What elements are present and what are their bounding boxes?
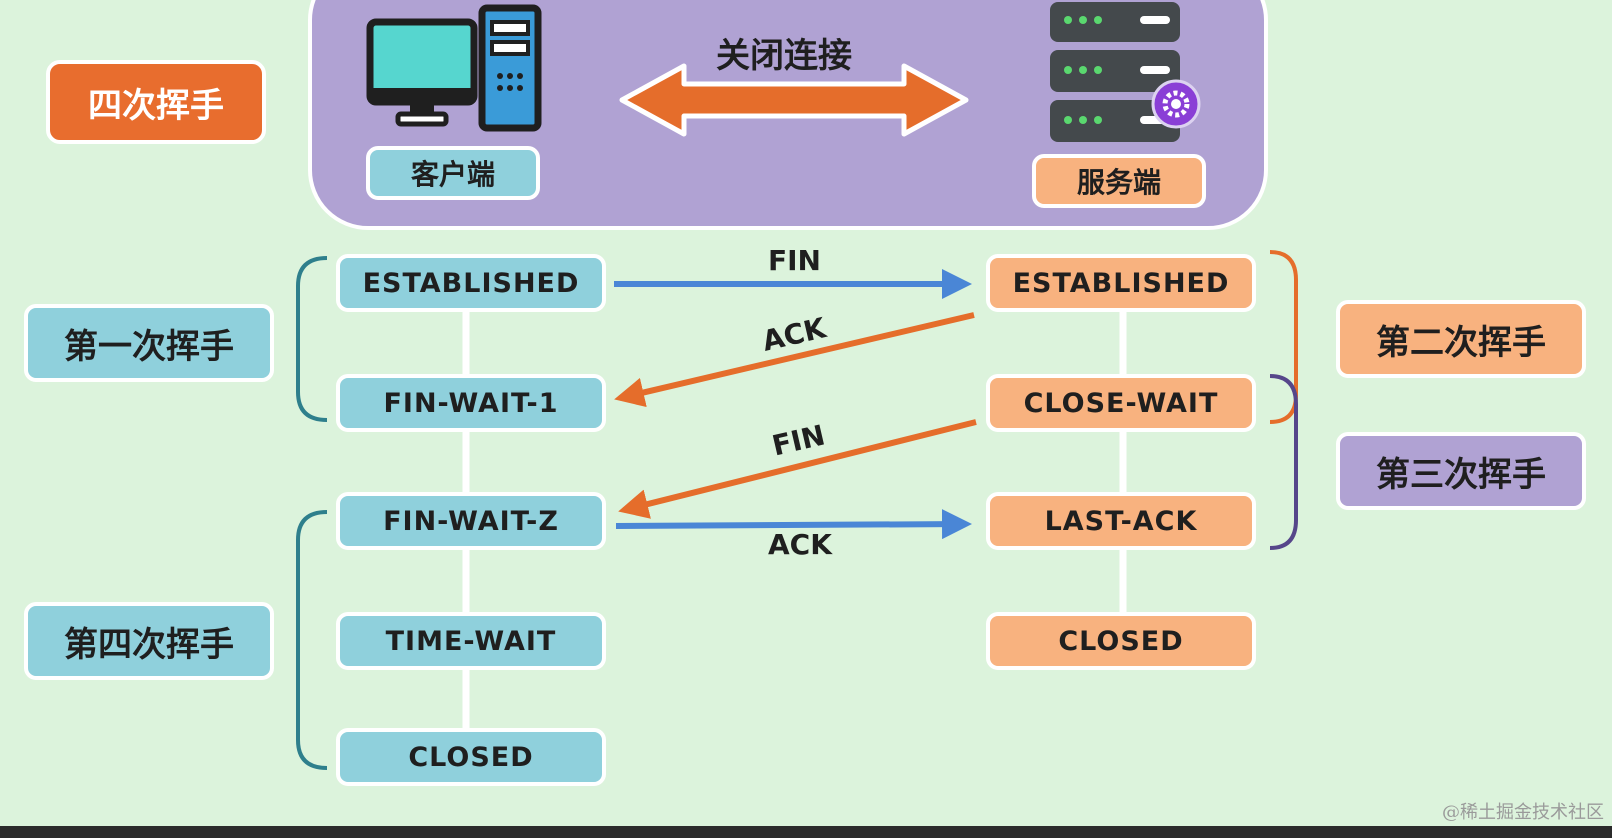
stage-first-label: 第一次挥手: [24, 304, 274, 382]
fin-arrow-2: [618, 419, 977, 519]
bracket-first: [296, 256, 328, 422]
client-state-fin-wait-2: FIN-WAIT-Z: [336, 492, 606, 550]
client-state-fin-wait-1: FIN-WAIT-1: [336, 374, 606, 432]
server-state-closed: CLOSED: [986, 612, 1256, 670]
server-icon: [1050, 2, 1180, 142]
bracket-second: [1269, 250, 1298, 424]
client-label: 客户端: [366, 146, 540, 200]
server-state-close-wait: CLOSE-WAIT: [986, 374, 1256, 432]
bracket-third: [1269, 374, 1298, 550]
close-connection-arrow: [619, 63, 969, 137]
client-state-established: ESTABLISHED: [336, 254, 606, 312]
ack-arrow-2: [615, 509, 972, 540]
client-state-closed: CLOSED: [336, 728, 606, 786]
computer-icon: [366, 4, 542, 132]
bracket-fourth: [296, 510, 328, 770]
message-label-fin-1: FIN: [768, 244, 821, 277]
stage-fourth-label: 第四次挥手: [24, 602, 274, 680]
watermark: @稀土掘金技术社区: [1442, 802, 1604, 823]
server-state-last-ack: LAST-ACK: [986, 492, 1256, 550]
client-state-time-wait: TIME-WAIT: [336, 612, 606, 670]
stage-second-label: 第二次挥手: [1336, 300, 1586, 378]
ack-arrow-1: [614, 312, 975, 408]
close-connection-label: 关闭连接: [716, 36, 852, 76]
server-label: 服务端: [1032, 154, 1206, 208]
server-state-established: ESTABLISHED: [986, 254, 1256, 312]
gear-icon: [1151, 79, 1201, 129]
message-label-ack-2: ACK: [768, 528, 832, 561]
stage-third-label: 第三次挥手: [1336, 432, 1586, 510]
title-badge: 四次挥手: [46, 60, 266, 144]
